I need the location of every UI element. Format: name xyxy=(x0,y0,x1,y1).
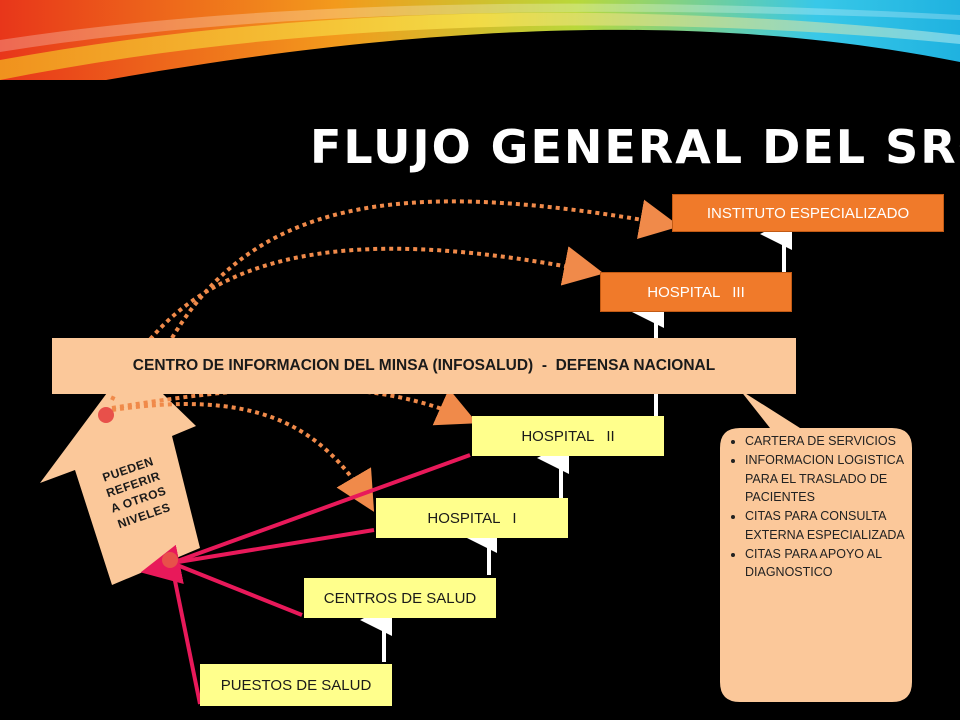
magenta-line-hospital-ii xyxy=(171,453,471,565)
callout-item: INFORMACION LOGISTICA PARA EL TRASLADO D… xyxy=(745,451,907,507)
callout-item: CITAS PARA CONSULTA EXTERNA ESPECIALIZAD… xyxy=(745,507,907,545)
puestos-salud-label: PUESTOS DE SALUD xyxy=(220,676,372,694)
node-dot-bottom xyxy=(162,552,178,568)
instituto-especializado-box: INSTITUTO ESPECIALIZADO xyxy=(672,194,944,232)
hospital-ii-label: HOSPITAL II xyxy=(521,427,615,445)
callout-bubble xyxy=(720,390,912,702)
hospital-iii-label: HOSPITAL III xyxy=(647,283,745,301)
dotted-arrow-instituto xyxy=(170,199,680,340)
slide-title: FLUJO GENERAL DEL SRC xyxy=(310,120,960,174)
instituto-especializado-label: INSTITUTO ESPECIALIZADO xyxy=(706,204,910,222)
node-dot-top xyxy=(98,407,114,423)
magenta-line-centros xyxy=(171,561,303,617)
puestos-salud-box: PUESTOS DE SALUD xyxy=(200,664,392,706)
referral-arrow xyxy=(40,362,200,585)
centro-informacion-box: CENTRO DE INFORMACION DEL MINSA (INFOSAL… xyxy=(52,338,796,394)
callout-list: CARTERA DE SERVICIOS INFORMACION LOGISTI… xyxy=(727,432,907,582)
header-banner xyxy=(0,0,960,80)
magenta-arrow-puestos xyxy=(140,544,202,705)
callout-item: CARTERA DE SERVICIOS xyxy=(745,432,907,451)
centro-informacion-label: CENTRO DE INFORMACION DEL MINSA (INFOSAL… xyxy=(132,357,716,374)
hospital-i-label: HOSPITAL I xyxy=(427,509,517,527)
callout-item: CITAS PARA APOYO AL DIAGNOSTICO xyxy=(745,545,907,583)
hospital-iii-box: HOSPITAL III xyxy=(600,272,792,312)
magenta-line-hospital-i xyxy=(171,528,375,565)
dotted-arrow-hospital-i xyxy=(111,402,375,512)
hospital-i-box: HOSPITAL I xyxy=(376,498,568,538)
hospital-ii-box: HOSPITAL II xyxy=(472,416,664,456)
centros-salud-box: CENTROS DE SALUD xyxy=(304,578,496,618)
centros-salud-label: CENTROS DE SALUD xyxy=(323,589,477,607)
